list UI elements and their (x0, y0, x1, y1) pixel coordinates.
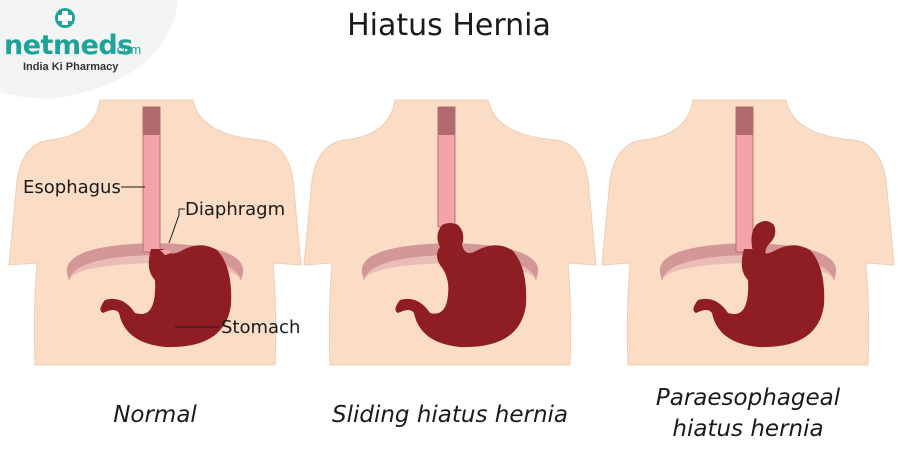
label-stomach: Stomach (221, 317, 301, 338)
panel-sliding (300, 95, 600, 375)
medical-cross-icon (55, 8, 75, 28)
diagram-title: Hiatus Hernia (347, 8, 551, 43)
caption-para-line1: Paraesophageal (655, 385, 841, 411)
label-diaphragm: Diaphragm (185, 199, 286, 220)
hernia-bulge-shape (751, 221, 776, 255)
caption-sliding: Sliding hiatus hernia (331, 402, 569, 428)
brand-tagline: India Ki Pharmacy (23, 61, 119, 73)
stomach-shape (395, 223, 527, 348)
stomach-shape (693, 245, 825, 348)
stomach-shape (100, 245, 232, 348)
brand-name: netmeds (4, 30, 133, 61)
panel-paraesophageal (598, 95, 898, 375)
brand-suffix: .com (113, 42, 142, 57)
logo-badge-shape (0, 0, 178, 99)
caption-para-line2: hiatus hernia (672, 416, 824, 442)
caption-normal: Normal (113, 402, 197, 428)
panel-normal: Esophagus Diaphragm Stomach (5, 95, 305, 375)
label-esophagus: Esophagus (23, 177, 121, 198)
logo[interactable]: netmeds .com India Ki Pharmacy (0, 0, 180, 100)
